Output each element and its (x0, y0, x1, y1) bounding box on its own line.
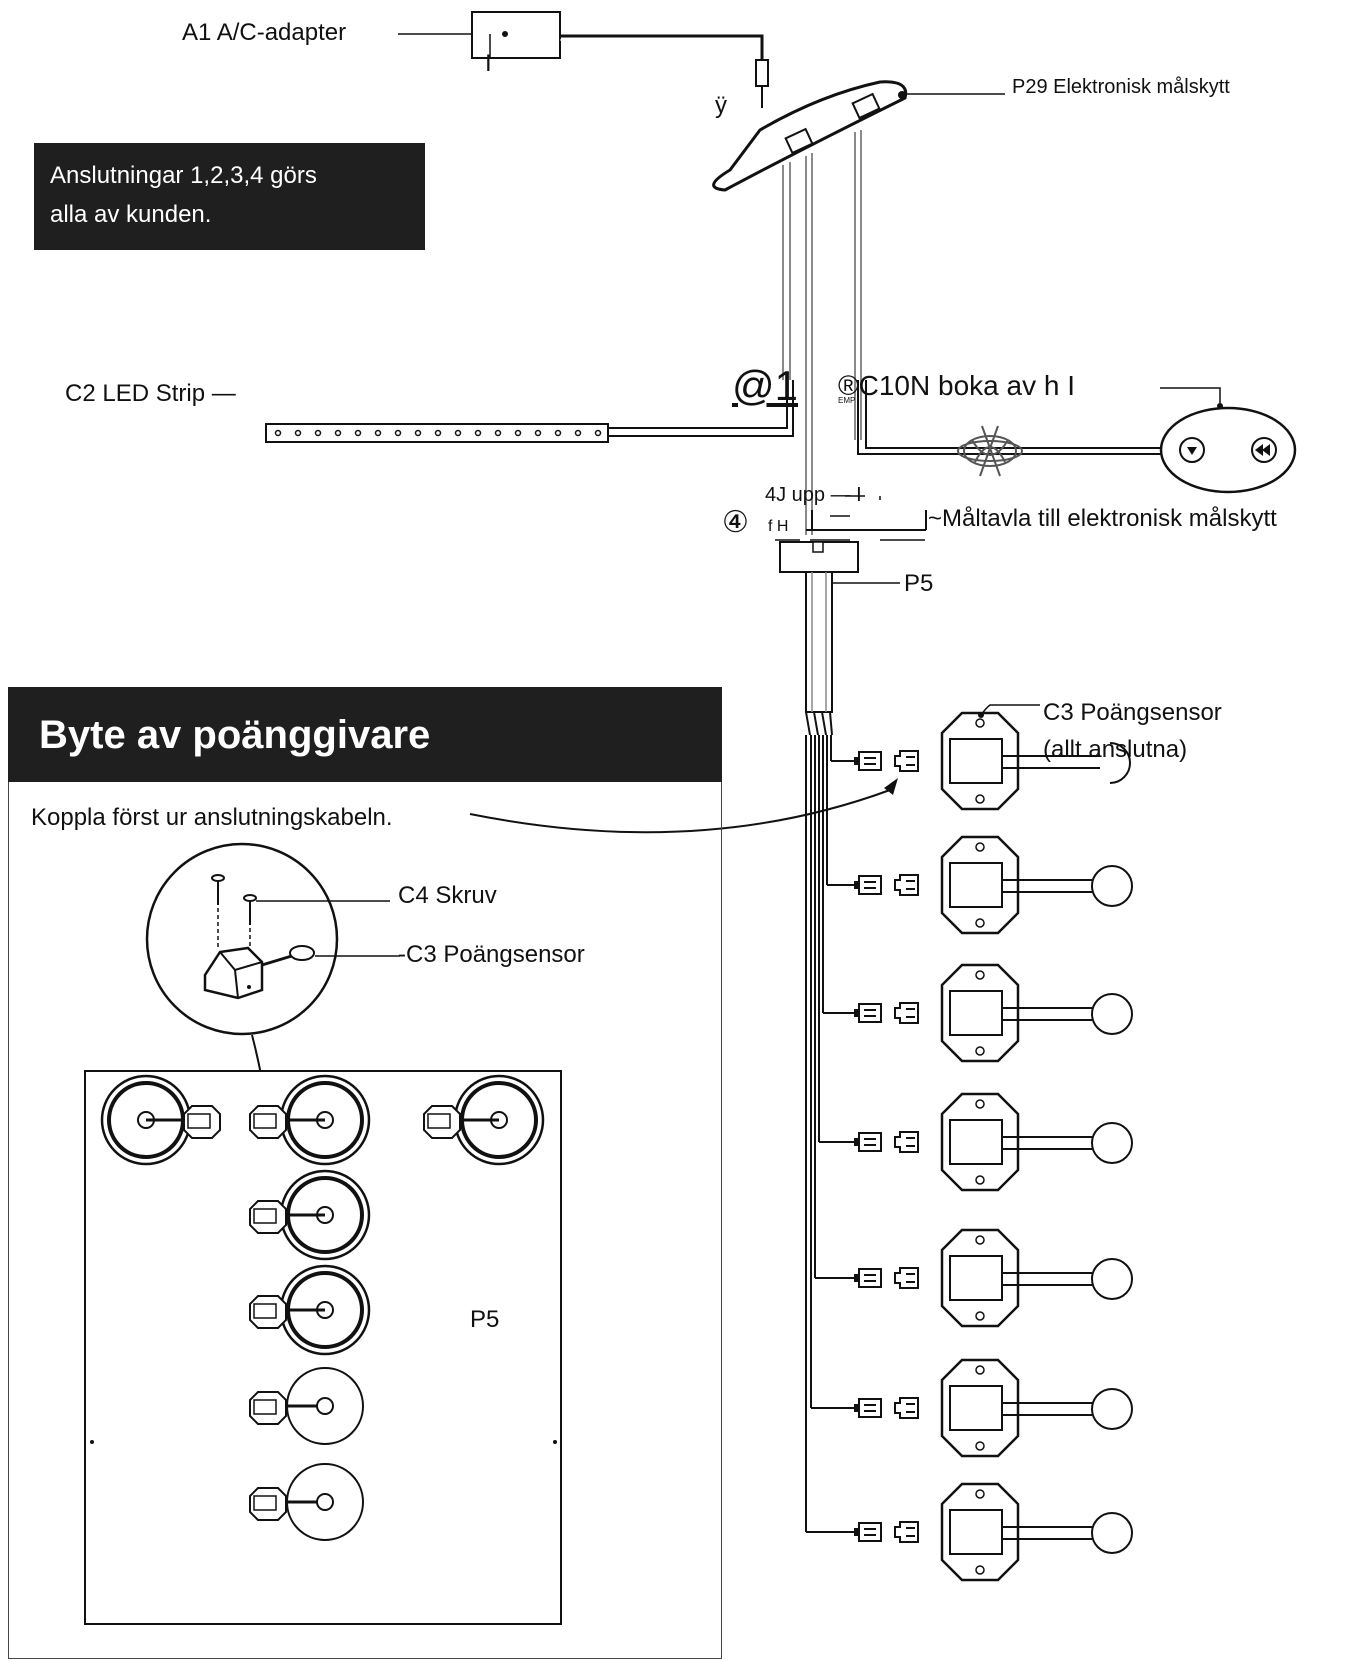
sensor-harness (805, 571, 833, 1532)
led-strip-label: C2 LED Strip — (65, 380, 236, 407)
adapter-label: A1 A/C-adapter (182, 19, 347, 46)
note-line-1: Anslutningar 1,2,3,4 görs (50, 162, 317, 189)
connection-4-symbol: ④ (722, 506, 749, 539)
note-line-2: alla av kunden. (50, 201, 212, 228)
panel-title: Byte av poänggivare (39, 713, 431, 757)
board-link-label: ~Måltavla till elektronisk målskytt (928, 505, 1277, 532)
disconnect-arrow (469, 778, 898, 834)
p5-main-label: P5 (904, 570, 934, 597)
connection-4-top-label: 4J upp — I (765, 484, 862, 506)
sensor-group-label: C3 Poängsensor (1043, 699, 1222, 726)
sensor-row-3 (823, 963, 1133, 1063)
customer-note: Anslutningar 1,2,3,4 görs alla av kunden… (34, 143, 425, 250)
unit-cables (782, 130, 862, 535)
panel-instruction: Koppla först ur anslutningskabeln. (31, 804, 393, 831)
board-detail (84, 1070, 562, 1625)
sensor-row-6 (811, 1358, 1133, 1458)
sensor-row-1 (831, 704, 1131, 811)
sensor-row-7 (806, 1482, 1133, 1582)
sensor-group-sublabel: (allt anslutna) (1043, 736, 1188, 763)
button-cable-small-label: EMP (838, 396, 856, 405)
led-strip (265, 380, 794, 443)
connection-4-bottom-label: f H (768, 518, 789, 535)
electronic-unit (712, 80, 1005, 192)
sensor-row-2 (827, 835, 1133, 935)
detail-sensor-label: -C3 Poängsensor (398, 941, 585, 968)
adapter-switch-label: I (485, 50, 492, 77)
board-connector (775, 495, 927, 584)
sensor-row-4 (819, 1092, 1133, 1192)
panel-header: Byte av poänggivare (8, 687, 722, 782)
board-p5-label: P5 (470, 1306, 500, 1333)
screw-label: C4 Skruv (398, 882, 497, 909)
electronic-unit-label: P29 Elektronisk målskytt (1012, 76, 1230, 98)
sensor-replacement-panel (8, 687, 722, 1659)
detail-magnifier (145, 842, 400, 1098)
connection-1-label: @1 (732, 362, 798, 409)
button-cable-label: ®C10N boka av h I (838, 370, 1075, 401)
sensor-row-5 (815, 1228, 1133, 1328)
ac-adapter (398, 11, 769, 108)
connector-mark: ÿ (715, 92, 727, 119)
control-pad (857, 380, 1297, 494)
